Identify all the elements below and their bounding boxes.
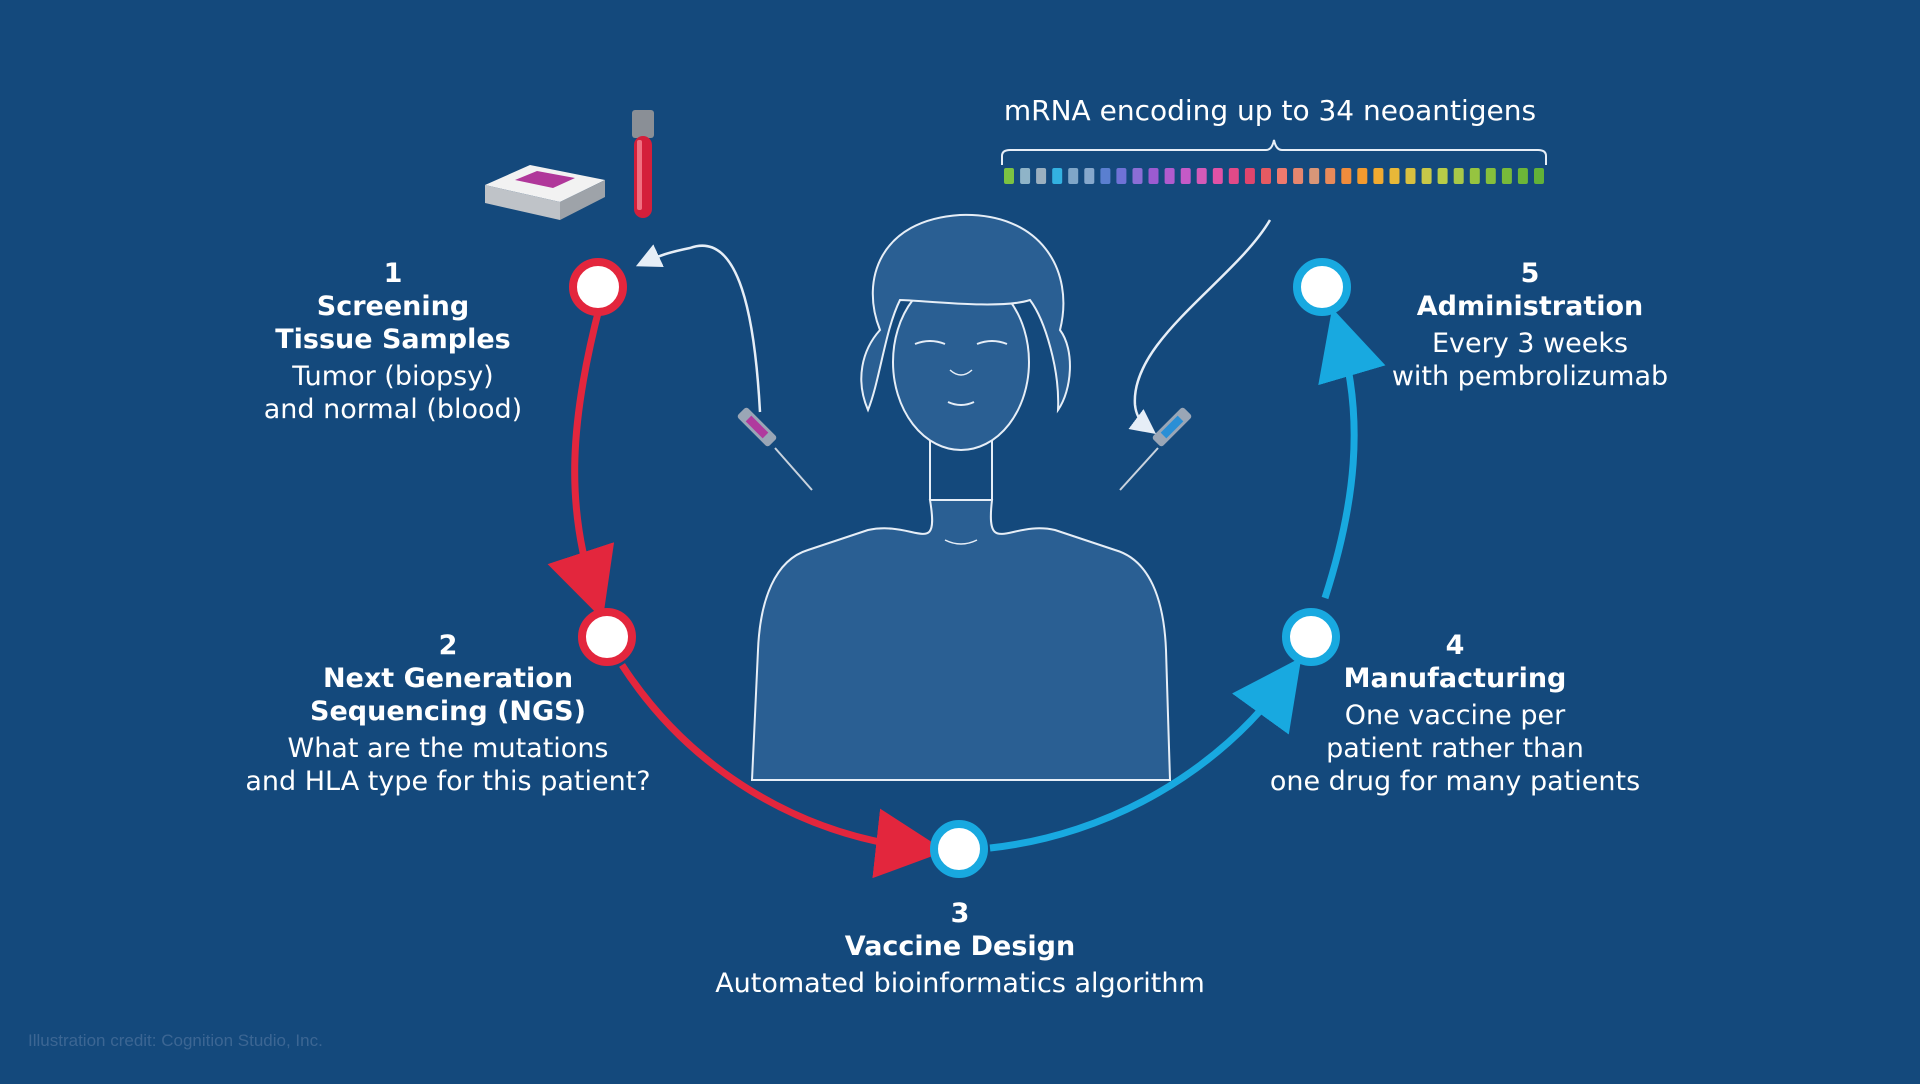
mrna-segment — [1453, 168, 1464, 184]
mrna-segment — [1052, 168, 1063, 184]
mrna-segment — [1084, 168, 1095, 184]
mrna-segment — [1277, 168, 1287, 184]
mrna-strand — [1004, 168, 1544, 184]
mrna-segment — [1004, 168, 1014, 184]
mrna-segment — [1100, 168, 1111, 184]
mrna-segment — [1517, 168, 1528, 184]
red-path-2-3 — [619, 663, 946, 879]
syringe-blue-icon — [1119, 407, 1192, 491]
mrna-segment — [1534, 168, 1544, 184]
mrna-segment — [1148, 168, 1159, 184]
step-5-description: Every 3 weeks with pembrolizumab — [1391, 327, 1669, 392]
blood-tube-icon — [632, 110, 654, 218]
step-4-description: One vaccine per patient rather than one … — [1269, 699, 1641, 797]
mrna-segment — [1020, 168, 1031, 184]
mrna-segment — [1180, 168, 1191, 184]
step-3-title: Vaccine Design — [844, 930, 1076, 962]
step-5-number: 5 — [1520, 258, 1540, 289]
mrna-segment — [1068, 168, 1079, 184]
step-4-text: 4 Manufacturing One vaccine per patient … — [1235, 630, 1675, 799]
step-4-node — [1282, 608, 1340, 666]
step-2-node — [578, 608, 636, 666]
mrna-segment — [1437, 168, 1448, 184]
step-2-text: 2 Next Generation Sequencing (NGS) What … — [218, 630, 678, 799]
step-3-number: 3 — [950, 898, 970, 929]
mrna-segment — [1309, 168, 1320, 184]
mrna-segment — [1421, 168, 1432, 184]
blue-path-4-5 — [1318, 308, 1386, 600]
mrna-segment — [1228, 168, 1239, 184]
red-path-1-2 — [547, 304, 615, 620]
step-1-title: Screening Tissue Samples — [275, 290, 511, 355]
mrna-segment — [1132, 168, 1143, 184]
mrna-segment — [1341, 168, 1352, 184]
mrna-segment — [1196, 168, 1207, 184]
mrna-label: mRNA encoding up to 34 neoantigens — [1003, 94, 1537, 127]
step-5-text: 5 Administration Every 3 weeks with pemb… — [1345, 258, 1715, 394]
step-4-title: Manufacturing — [1343, 662, 1567, 694]
blue-path-3-4 — [989, 657, 1302, 852]
step-4-number: 4 — [1445, 630, 1465, 661]
illustration-credit: Illustration credit: Cognition Studio, I… — [28, 1031, 323, 1050]
tissue-slide-icon — [485, 165, 605, 220]
step-2-description: What are the mutations and HLA type for … — [245, 732, 651, 797]
step-3-text: 3 Vaccine Design Automated bioinformatic… — [660, 898, 1260, 1001]
mrna-flow-arrow — [1128, 219, 1272, 435]
patient-figure-icon — [750, 213, 1172, 781]
mrna-segment — [1325, 168, 1336, 184]
mrna-segment — [1244, 168, 1255, 184]
mrna-segment — [1036, 168, 1047, 184]
mrna-segment — [1212, 168, 1223, 184]
mrna-segment — [1501, 168, 1512, 184]
step-2-number: 2 — [438, 630, 458, 661]
mrna-bracket — [1001, 139, 1547, 165]
step-5-node — [1293, 258, 1351, 316]
mrna-segment — [1261, 168, 1271, 184]
mrna-segment — [1164, 168, 1175, 184]
step-1-description: Tumor (biopsy) and normal (blood) — [263, 360, 523, 425]
mrna-segment — [1293, 168, 1304, 184]
step-1-node — [569, 258, 627, 316]
step-3-description: Automated bioinformatics algorithm — [715, 967, 1205, 999]
step-1-number: 1 — [383, 258, 403, 289]
mrna-segment — [1469, 168, 1480, 184]
mrna-segment — [1357, 168, 1368, 184]
step-1-text: 1 Screening Tissue Samples Tumor (biopsy… — [218, 258, 568, 427]
mrna-segment — [1116, 168, 1127, 184]
step-2-title: Next Generation Sequencing (NGS) — [310, 662, 586, 727]
mrna-segment — [1485, 168, 1496, 184]
mrna-segment — [1373, 168, 1384, 184]
step-3-node — [930, 820, 988, 878]
step-5-title: Administration — [1416, 290, 1644, 322]
mrna-segment — [1389, 168, 1400, 184]
sample-flow-arrow — [635, 244, 762, 413]
mrna-segment — [1405, 168, 1416, 184]
syringe-purple-icon — [737, 407, 813, 491]
